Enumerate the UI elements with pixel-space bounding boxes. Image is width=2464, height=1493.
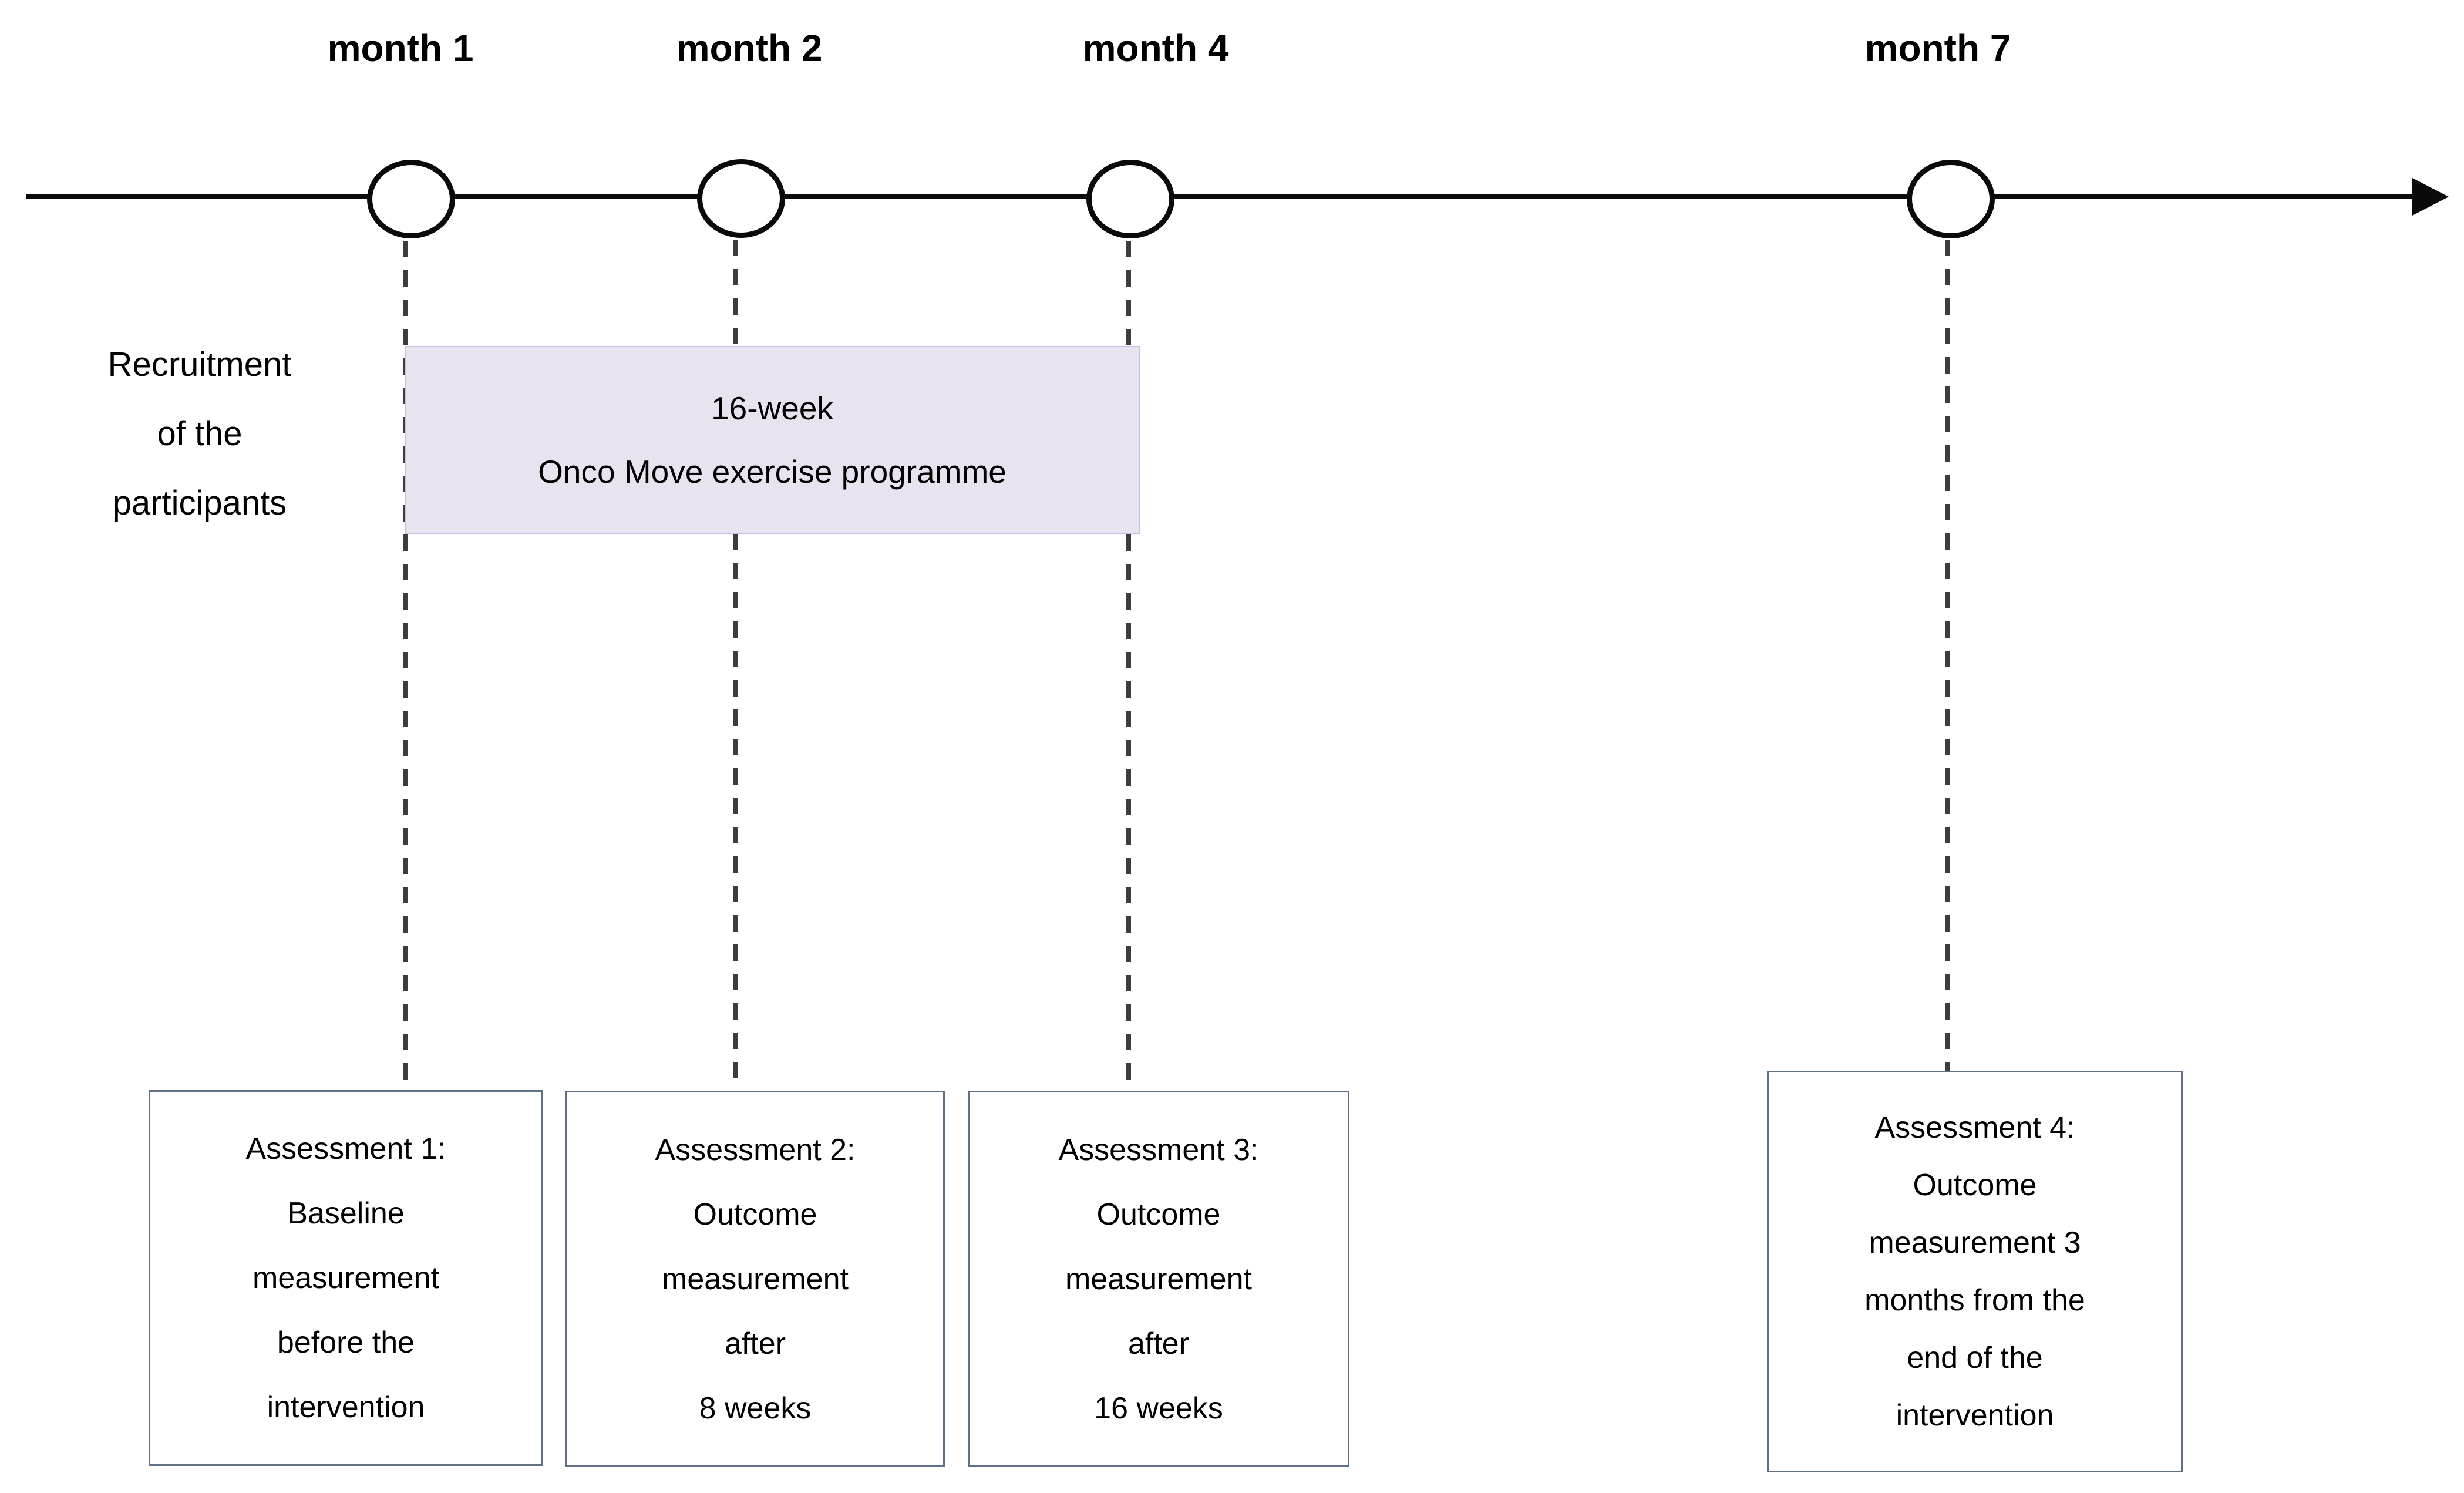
assessment-box-line: Assessment 3: [1058, 1132, 1259, 1167]
assessment-box-4: Assessment 4: Outcome measurement 3 mont… [1767, 1071, 2183, 1472]
assessment-box-line: Assessment 1: [245, 1132, 446, 1166]
assessment-box-line: before the [277, 1326, 415, 1360]
assessment-box-2: Assessment 2: Outcome measurement after … [565, 1091, 945, 1467]
month-label-4: month 4 [1082, 27, 1229, 69]
programme-box-line: 16-week [711, 390, 833, 426]
dashed-connector-3 [1126, 241, 1131, 1091]
assessment-box-line: measurement [1065, 1262, 1252, 1296]
assessment-box-line: 8 weeks [699, 1391, 812, 1425]
assessment-box-line: measurement [662, 1262, 849, 1296]
programme-box: 16-week Onco Move exercise programme [405, 346, 1140, 534]
recruitment-label-line: Recruitment [107, 345, 292, 384]
timeline-node-circle-1 [367, 160, 455, 238]
assessment-box-3: Assessment 3: Outcome measurement after … [968, 1091, 1349, 1467]
assessment-box-line: Assessment 2: [655, 1132, 856, 1167]
dashed-connector-1 [403, 241, 408, 1090]
assessment-box-line: Assessment 4: [1874, 1111, 2075, 1145]
assessment-box-line: intervention [1896, 1398, 2054, 1433]
timeline-node-circle-2 [697, 159, 785, 238]
assessment-box-line: 16 weeks [1094, 1391, 1223, 1425]
recruitment-label-line: of the [157, 415, 243, 453]
assessment-box-line: measurement [253, 1261, 439, 1295]
assessment-box-line: after [724, 1326, 786, 1361]
month-label-1: month 1 [327, 27, 474, 69]
assessment-box-line: Outcome [693, 1197, 817, 1232]
assessment-box-line: months from the [1864, 1283, 2085, 1317]
month-label-7: month 7 [1864, 27, 2011, 69]
timeline-arrowhead-icon [2412, 178, 2449, 216]
month-label-2: month 2 [676, 27, 823, 69]
dashed-connector-2 [733, 240, 738, 1091]
assessment-box-line: intervention [267, 1390, 425, 1424]
timeline-node-circle-3 [1086, 160, 1174, 238]
timeline-node-circle-4 [1907, 160, 1995, 238]
assessment-box-line: Baseline [287, 1196, 405, 1230]
assessment-box-line: Outcome [1096, 1197, 1221, 1232]
assessment-box-1: Assessment 1: Baseline measurement befor… [149, 1090, 543, 1466]
recruitment-label: Recruitment of the participants [47, 330, 352, 538]
timeline-axis [26, 194, 2413, 199]
dashed-connector-4 [1945, 240, 1950, 1071]
assessment-box-line: end of the [1907, 1341, 2043, 1375]
recruitment-label-line: participants [112, 484, 287, 522]
assessment-box-line: Outcome [1913, 1168, 2037, 1202]
assessment-box-line: measurement 3 [1869, 1226, 2081, 1260]
assessment-box-line: after [1127, 1326, 1190, 1361]
programme-box-line: Onco Move exercise programme [538, 453, 1007, 490]
